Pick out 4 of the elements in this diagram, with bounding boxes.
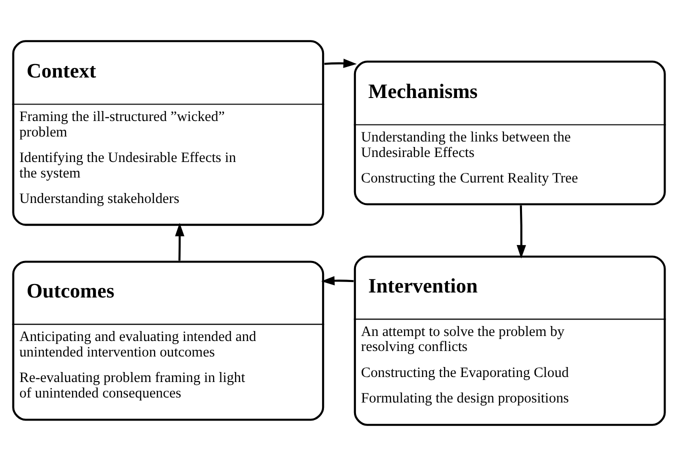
- arrow: [516, 205, 526, 258]
- arrow: [321, 276, 354, 286]
- arrow: [175, 222, 184, 261]
- arrow: [324, 58, 357, 68]
